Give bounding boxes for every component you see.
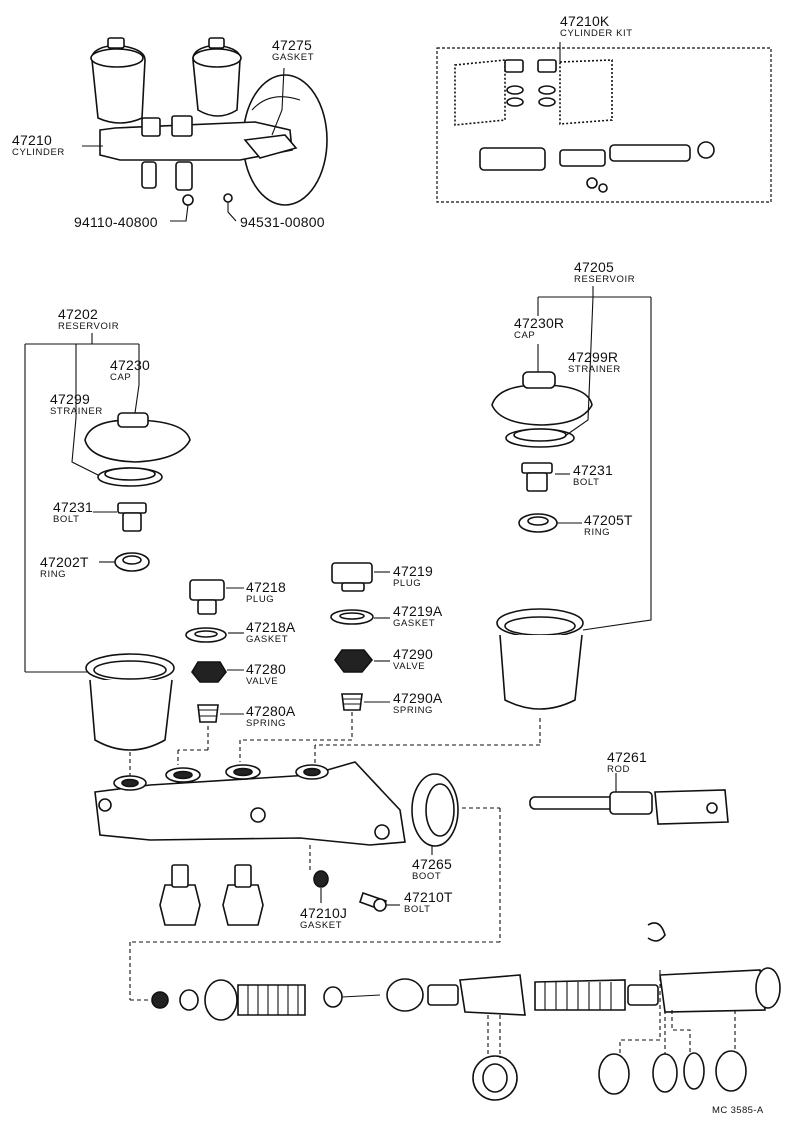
- part-name: RESERVOIR: [574, 274, 636, 285]
- diagram-code: MC 3585-A: [712, 1105, 764, 1116]
- part-name: GASKET: [393, 618, 436, 629]
- part-number: 47231: [53, 499, 93, 515]
- left-reservoir-bracket: [24, 333, 140, 673]
- part-number: 47275: [272, 37, 312, 53]
- part-number: 47218: [246, 579, 286, 595]
- label-47290a-spring: 47290A SPRING: [393, 691, 442, 716]
- part-number: 47202: [58, 306, 98, 322]
- piston-internals-illustration: [151, 922, 781, 1101]
- label-47210t-bolt: 47210T BOLT: [404, 890, 453, 915]
- label-47280-valve: 47280 VALVE: [246, 662, 286, 687]
- part-number: 47205T: [584, 512, 633, 528]
- part-number: 94110-40800: [74, 214, 158, 230]
- label-47280a-spring: 47280A SPRING: [246, 704, 295, 729]
- master-cylinder-assembly-illustration: [90, 37, 328, 206]
- part-number: 47261: [607, 749, 647, 765]
- part-name: CAP: [110, 372, 132, 383]
- part-number: 47219A: [393, 603, 443, 619]
- right-reservoir-illustrations: [491, 371, 593, 710]
- part-name: PLUG: [246, 594, 275, 605]
- part-number: 47230: [110, 357, 150, 373]
- part-name: VALVE: [393, 661, 426, 672]
- label-47218-plug: 47218 PLUG: [246, 580, 286, 605]
- part-number: 47210J: [300, 905, 348, 921]
- top-leader-lines: [82, 67, 285, 222]
- part-number: 47230R: [514, 315, 565, 331]
- label-47275-gasket: 47275 GASKET: [272, 38, 314, 63]
- part-number: 47280A: [246, 703, 296, 719]
- label-47290-valve: 47290 VALVE: [393, 647, 433, 672]
- part-name: RING: [584, 527, 611, 538]
- label-47210k-cylinder-kit: 47210K CYLINDER KIT: [560, 14, 633, 39]
- part-number: 47210T: [404, 889, 453, 905]
- part-name: BOLT: [404, 904, 431, 915]
- label-47205t-ring: 47205T RING: [584, 513, 633, 538]
- label-94110-40800: 94110-40800: [74, 215, 158, 229]
- part-number: 47210K: [560, 13, 610, 29]
- cylinder-body-illustration: [94, 761, 729, 926]
- valve-parts-leaders: [129, 571, 541, 778]
- piston-internals-leaders: [487, 970, 736, 1058]
- label-47205-reservoir: 47205 RESERVOIR: [574, 260, 635, 285]
- part-name: BOLT: [53, 514, 80, 525]
- label-47261-rod: 47261 ROD: [607, 750, 647, 775]
- part-number: 47290A: [393, 690, 443, 706]
- part-number: 47265: [412, 856, 452, 872]
- part-number: 47210: [12, 132, 52, 148]
- part-number: 47290: [393, 646, 433, 662]
- part-name: STRAINER: [568, 364, 621, 375]
- label-47210j-gasket: 47210J GASKET: [300, 906, 347, 931]
- part-number: 47231: [573, 462, 613, 478]
- label-47219-plug: 47219 PLUG: [393, 564, 433, 589]
- label-47202-reservoir: 47202 RESERVOIR: [58, 307, 119, 332]
- part-name: BOOT: [412, 871, 442, 882]
- right-reservoir-bracket: [537, 286, 652, 631]
- label-47299r-strainer: 47299R STRAINER: [568, 350, 621, 375]
- part-name: GASKET: [272, 52, 315, 63]
- part-name: SPRING: [393, 705, 434, 716]
- part-number: 47299: [50, 391, 90, 407]
- part-name: PLUG: [393, 578, 422, 589]
- label-47231-bolt-right: 47231 BOLT: [573, 463, 613, 488]
- part-number: 47202T: [40, 554, 89, 570]
- part-number: 47280: [246, 661, 286, 677]
- label-47299-strainer: 47299 STRAINER: [50, 392, 103, 417]
- part-name: STRAINER: [50, 406, 103, 417]
- label-47219a-gasket: 47219A GASKET: [393, 604, 442, 629]
- part-number: 47218A: [246, 619, 296, 635]
- part-name: CYLINDER KIT: [560, 28, 633, 39]
- part-name: GASKET: [300, 920, 343, 931]
- part-name: CAP: [514, 330, 536, 341]
- label-47230r-cap: 47230R CAP: [514, 316, 564, 341]
- label-47265-boot: 47265 BOOT: [412, 857, 452, 882]
- part-number: 94531-00800: [240, 214, 325, 230]
- part-name: CYLINDER: [12, 147, 65, 158]
- cylinder-body-leaders: [129, 773, 617, 1001]
- part-name: BOLT: [573, 477, 600, 488]
- part-number: 47219: [393, 563, 433, 579]
- part-name: ROD: [607, 764, 630, 775]
- label-47218a-gasket: 47218A GASKET: [246, 620, 295, 645]
- label-47231-bolt-left: 47231 BOLT: [53, 500, 93, 525]
- valve-parts-illustrations: [185, 562, 374, 723]
- part-number: 47299R: [568, 349, 619, 365]
- label-47230-cap: 47230 CAP: [110, 358, 150, 383]
- part-name: RING: [40, 569, 67, 580]
- label-47202t-ring: 47202T RING: [40, 555, 89, 580]
- part-name: SPRING: [246, 718, 287, 729]
- label-47210-cylinder: 47210 CYLINDER: [12, 133, 65, 158]
- part-name: GASKET: [246, 634, 289, 645]
- left-reservoir-illustrations: [84, 412, 191, 751]
- part-name: RESERVOIR: [58, 321, 120, 332]
- part-number: 47205: [574, 259, 614, 275]
- label-94531-00800: 94531-00800: [240, 215, 325, 229]
- cylinder-kit-box: [436, 42, 772, 203]
- part-name: VALVE: [246, 676, 279, 687]
